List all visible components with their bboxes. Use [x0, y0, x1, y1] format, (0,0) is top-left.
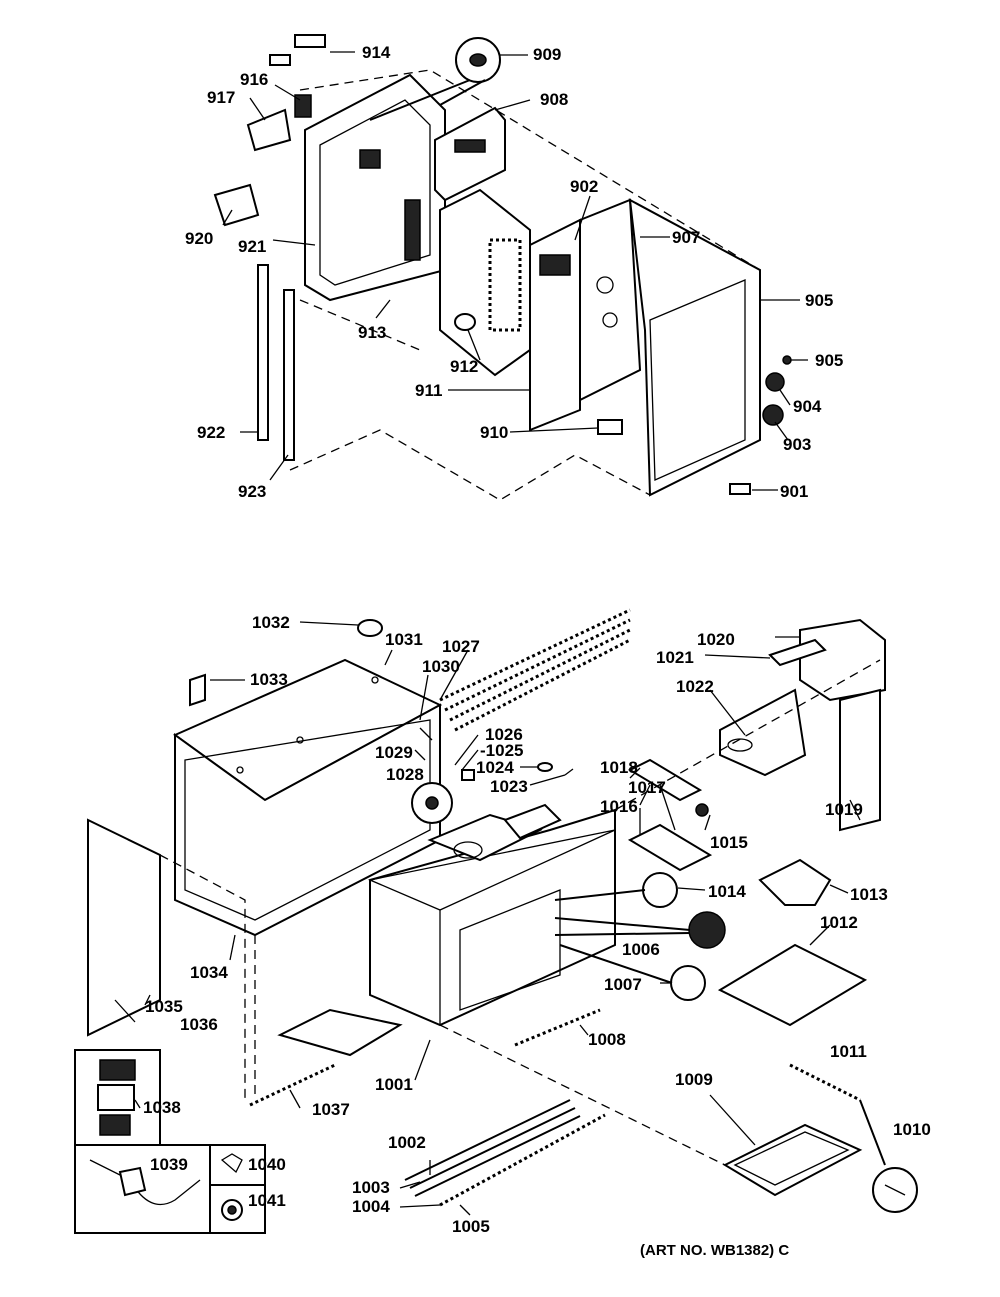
heater-element — [439, 608, 631, 732]
inset-parts-box — [74, 1049, 266, 1234]
label-1032: 1032 — [252, 613, 290, 632]
label-1037: 1037 — [312, 1100, 350, 1119]
top-leader-lines — [222, 51, 808, 491]
label-1012: 1012 — [820, 913, 858, 932]
label-1022: 1022 — [676, 677, 714, 696]
gear-icon — [765, 372, 785, 392]
front-panel — [529, 218, 581, 432]
label-904: 904 — [793, 397, 822, 416]
label-921: 921 — [238, 237, 266, 256]
label-1005: 1005 — [452, 1217, 490, 1236]
label-910: 910 — [480, 423, 508, 442]
label-1013: 1013 — [850, 885, 888, 904]
label-1003: 1003 — [352, 1178, 390, 1197]
label-901: 901 — [780, 482, 808, 501]
label-1030: 1030 — [422, 657, 460, 676]
label-1014: 1014 — [708, 882, 746, 901]
label-906: 905 — [805, 291, 833, 310]
duct-cover — [799, 618, 886, 702]
touchpad — [439, 188, 531, 377]
label-1029: 1029 — [375, 743, 413, 762]
label-1036: 1036 — [180, 1015, 218, 1034]
label-1020: 1020 — [697, 630, 735, 649]
label-916: 916 — [240, 70, 268, 89]
label-1039: 1039 — [150, 1155, 188, 1174]
art-number: (ART NO. WB1382) C — [640, 1242, 789, 1259]
label-912: 912 — [450, 357, 478, 376]
cabinet-assembly — [87, 608, 918, 1213]
label-922: 922 — [197, 423, 225, 442]
label-1026: 1026 — [485, 725, 523, 744]
label-1015: 1015 — [710, 833, 748, 852]
control-panel-assembly — [213, 34, 792, 501]
rail-leaders — [399, 1160, 471, 1216]
label-902: 902 — [570, 177, 598, 196]
label-1017: 1017 — [628, 778, 666, 797]
label-1035: 1035 — [145, 997, 183, 1016]
label-907: 907 — [672, 228, 700, 247]
label-1009: 1009 — [675, 1070, 713, 1089]
label-909: 909 — [533, 45, 561, 64]
label-1011: 1011 — [830, 1042, 867, 1061]
label-1041: 1041 — [248, 1191, 286, 1210]
panel-cover — [579, 198, 642, 402]
label-1010: 1010 — [893, 1120, 931, 1139]
label-1040: 1040 — [248, 1155, 286, 1174]
label-1025: -1025 — [480, 741, 523, 760]
door-frame — [628, 198, 761, 497]
label-923: 923 — [238, 482, 266, 501]
control-board-frame — [304, 73, 446, 302]
label-1034: 1034 — [190, 963, 228, 982]
label-1002: 1002 — [388, 1133, 426, 1152]
label-1023: 1023 — [490, 777, 528, 796]
label-1038: 1038 — [143, 1098, 181, 1117]
label-1031: 1031 — [385, 630, 423, 649]
label-1018: 1018 — [600, 758, 638, 777]
plate — [717, 943, 868, 1027]
label-1021: 1021 — [656, 648, 694, 667]
label-917: 917 — [207, 88, 235, 107]
bottom-leader-lines — [114, 621, 861, 1146]
label-1001: 1001 — [375, 1075, 413, 1094]
label-1027: 1027 — [442, 637, 480, 656]
label-903: 903 — [783, 435, 811, 454]
label-905: 905 — [815, 351, 843, 370]
label-1004: 1004 — [352, 1197, 390, 1216]
label-1016: 1016 — [600, 797, 638, 816]
display-board — [434, 106, 506, 202]
label-1007: 1007 — [604, 975, 642, 994]
label-914: 914 — [362, 43, 391, 62]
label-911: 911 — [415, 381, 442, 400]
label-1006: 1006 — [622, 940, 660, 959]
label-1019: 1019 — [825, 800, 863, 819]
label-908: 908 — [540, 90, 568, 109]
label-1024: 1024 — [476, 758, 514, 777]
side-panel — [87, 818, 161, 1037]
label-920: 920 — [185, 229, 213, 248]
callout-labels: 914 909 916 917 908 902 920 921 907 905 … — [143, 43, 931, 1259]
label-913: 913 — [358, 323, 386, 342]
label-1028: 1028 — [386, 765, 424, 784]
label-1033: 1033 — [250, 670, 288, 689]
label-1008: 1008 — [588, 1030, 626, 1049]
